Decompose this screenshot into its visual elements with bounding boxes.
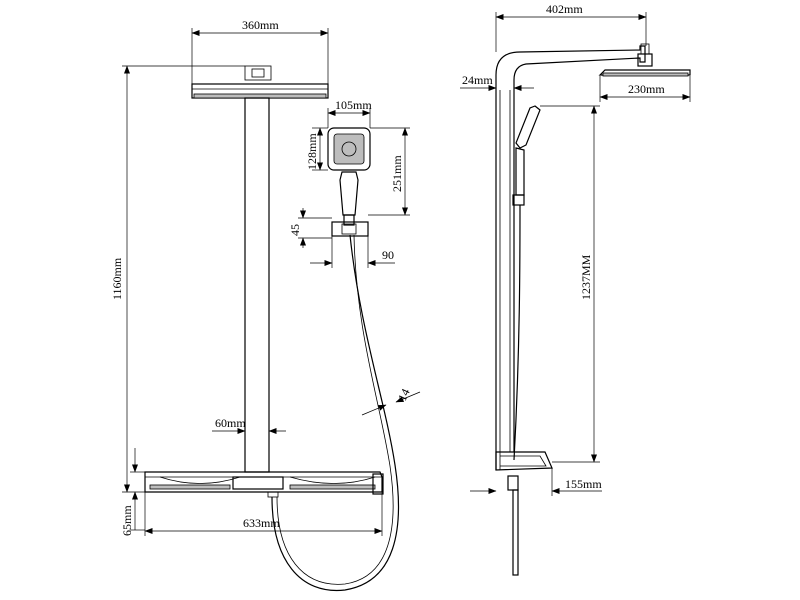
rain-head-side [598, 43, 691, 77]
dim-holder-height: 45 [288, 224, 302, 236]
thermostat-shelf-panel [144, 471, 384, 498]
dim-panel-width: 633mm [243, 516, 280, 530]
dim-handshower-width: 105mm [335, 98, 372, 112]
shower-column-side [495, 45, 646, 470]
dim-side-height: 1237MM [579, 254, 593, 300]
dim-total-height: 1160mm [110, 257, 124, 300]
shelf-side [495, 451, 553, 576]
riser-pipe [244, 97, 270, 473]
dim-pipe-diameter: 60mm [215, 416, 246, 430]
hand-shower-side [512, 105, 541, 206]
rain-shower-head [191, 65, 329, 99]
shower-hose [271, 234, 400, 592]
side-view: 402mm 24mm 230mm 1237MM 155mm [460, 2, 691, 576]
dim-side-projection: 402mm [546, 2, 583, 16]
shower-hose-inner [276, 234, 394, 585]
dim-panel-height: 65mm [120, 505, 134, 536]
dim-side-arm: 24mm [462, 73, 493, 87]
front-view: 360mm 1160mm 65mm 633mm 60mm 105mm 128mm [110, 18, 421, 592]
dim-handshower-length: 251mm [390, 155, 404, 192]
dim-handshower-head-height: 128mm [305, 133, 319, 170]
dim-side-head-width: 230mm [628, 82, 665, 96]
hand-shower-holder [331, 221, 369, 237]
dim-holder-depth: 90 [382, 248, 394, 262]
hand-shower [327, 127, 371, 226]
dim-side-shelf: 155mm [565, 477, 602, 491]
dim-hose-diameter: 14 [395, 386, 413, 403]
dim-head-width: 360mm [242, 18, 279, 32]
hose-side [513, 204, 521, 461]
